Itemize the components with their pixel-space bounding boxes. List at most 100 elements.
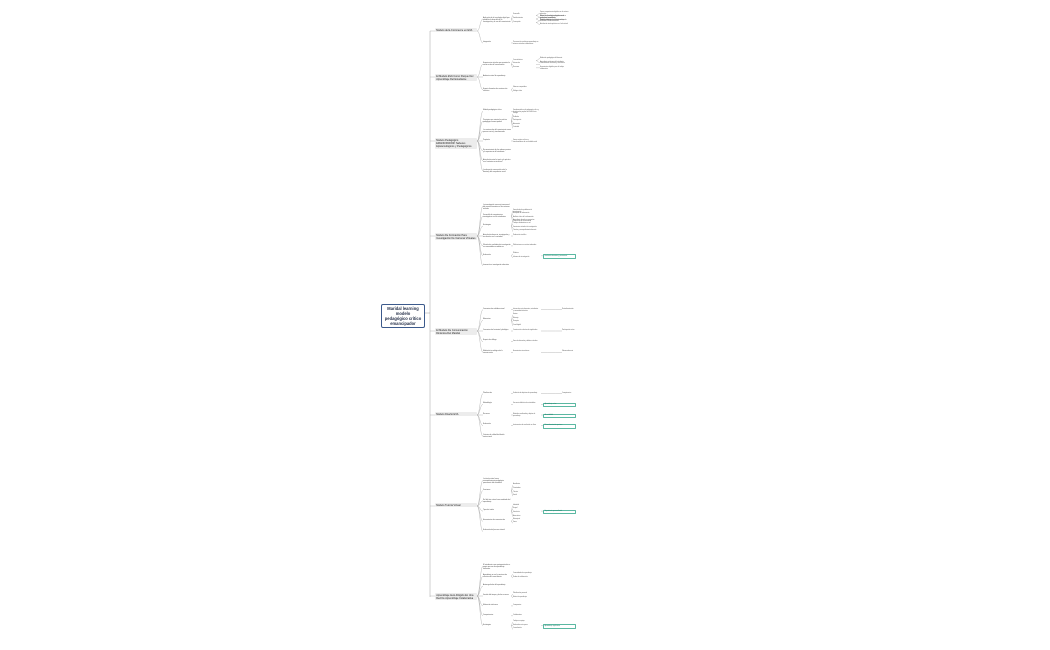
branch-t7-2[interactable]: Rol del tutor virtual como mediador del … — [483, 499, 511, 503]
leaf-t1-0-1[interactable]: Fortalecimiento — [513, 18, 523, 19]
branch-t3-5[interactable]: Articulación entre la teoría y la prácti… — [483, 159, 511, 163]
leaf-t3-1-2[interactable]: Participación — [513, 120, 522, 122]
branch-t8-1[interactable]: Aprendizaje en red y construcción colect… — [483, 574, 508, 578]
leaf-t1-0-0-1[interactable]: Asumir el e-learning como proceso de apr… — [540, 16, 565, 20]
leaf-t2-0-0[interactable]: Características — [513, 59, 523, 61]
branch-t6-4[interactable]: Criterios de calidad del diseño instrucc… — [483, 435, 505, 439]
leaf-t8-1-1[interactable]: Redes de colaboración — [513, 576, 528, 578]
leaf-t7-3-3[interactable]: Asincrónica — [513, 515, 521, 517]
branch-t2-0[interactable]: Experiencias virtuales que permiten la c… — [483, 63, 510, 67]
leaf-t4-4-0[interactable]: Publicaciones en revistas indexadas — [513, 244, 537, 246]
note-t6-3[interactable]: Retroalimentación oportuna — [543, 424, 577, 429]
leaf-t8-6-1[interactable]: Evaluación entre pares — [513, 624, 528, 626]
topic-t7[interactable]: Modelo Tutoría Virtual — [435, 503, 477, 508]
topic-t3[interactable]: Modelo Pedagógico EMANCIPADOR: Saberes E… — [435, 138, 477, 149]
leaf-t1-0-1-0[interactable]: Utilizar las tecnologías digitales como … — [540, 16, 566, 19]
branch-t6-3[interactable]: Evaluación — [483, 424, 491, 426]
topic-t5[interactable]: El Modelo De Comunicación Dinámica Del M… — [435, 328, 477, 336]
leaf-t3-3-0[interactable]: Formar sujetos críticos y transformadore… — [513, 140, 537, 143]
leaf-t1-0-0-0[interactable]: Formar competencias digitales en el ento… — [540, 12, 569, 16]
note-t8-6[interactable]: Aprendizaje significativo — [543, 624, 577, 629]
leaf-t4-5-1[interactable]: Informes de investigación — [513, 256, 530, 258]
leaf-t1-0-2-1[interactable]: Articulación teoría-práctica en el aula … — [540, 23, 568, 25]
leaf-t1-0-1-1[interactable]: Propiciar espacios de reflexión crítica — [540, 20, 564, 21]
branch-t7-1[interactable]: Funciones — [483, 489, 491, 491]
branch-t4-1[interactable]: Desarrollo de competencias investigativa… — [483, 214, 506, 218]
leaf-t1-0-0[interactable]: Desarrollo — [513, 14, 520, 16]
branch-t3-4[interactable]: Reconocimiento de los saberes previos y … — [483, 149, 511, 153]
leaf-t3-1-4[interactable]: Criticidad — [513, 127, 519, 129]
branch-t1-1[interactable]: Integración — [483, 41, 491, 43]
leaf-t7-3-0[interactable]: Individual — [513, 504, 520, 506]
branch-t5-2[interactable]: Comunicación horizontal y dialógica — [483, 329, 509, 331]
branch-t1-0[interactable]: Aplicación de la tecnología digital que … — [483, 17, 511, 23]
leaf-t6-1-0[interactable]: Secuencia didáctica de actividades — [513, 403, 536, 405]
leaf-t6-3-0[interactable]: Instrumentos de evaluación en línea — [513, 424, 537, 426]
branch-t4-4[interactable]: Difusión de resultados de investigación … — [483, 244, 511, 248]
branch-t2-2[interactable]: Espacio formativo de construcción colect… — [483, 88, 508, 92]
note-t4-5[interactable]: Evaluación formativa y permanente — [543, 254, 577, 259]
branch-t4-2[interactable]: Estrategias — [483, 224, 491, 226]
leaf-t8-5-0[interactable]: Colaborativas — [513, 614, 522, 616]
leaf-t7-1-2[interactable]: Técnica — [513, 491, 519, 493]
branch-t8-3[interactable]: Gestión del tiempo y de los recursos — [483, 594, 509, 596]
leaf-t8-4-0[interactable]: Compromiso — [513, 604, 522, 606]
leaf-t4-1-0[interactable]: Formulación de problemas de investigació… — [513, 209, 533, 213]
branch-t8-5[interactable]: Competencias — [483, 614, 494, 616]
leaf-t7-3-1[interactable]: Grupal — [513, 508, 518, 510]
leaf-t5-1-1[interactable]: Mensaje — [513, 317, 519, 319]
topic-t6[interactable]: Modelo Diseño EVA — [435, 412, 477, 417]
branch-t2-1[interactable]: Ambiente virtual de aprendizaje — [483, 75, 506, 77]
leaf-t2-0-0-1[interactable]: Aprendizaje autónomo del estudiante — [540, 61, 564, 63]
leaf-t7-4-1[interactable]: Foros — [513, 522, 517, 524]
leaf-t8-6-0[interactable]: Trabajo en equipo — [513, 621, 525, 623]
leaf-t2-0-2[interactable]: Recursos — [513, 66, 520, 68]
leaf-t4-1-1[interactable]: Búsqueda de información — [513, 213, 530, 215]
topic-t8[interactable]: Aprendizaje Auto-Dirigido En Una Red De … — [435, 593, 477, 601]
branch-t8-0[interactable]: El estudiante como protagonista de su pr… — [483, 565, 511, 571]
branch-t5-3[interactable]: Espacio de diálogo — [483, 340, 497, 342]
note-t6-1[interactable]: Aprendizaje activo — [543, 402, 577, 408]
leaf-t5-1-3[interactable]: Canal digital — [513, 324, 521, 326]
leaf-t8-3-0[interactable]: Planificación personal — [513, 593, 527, 595]
leaf-t4-2-2[interactable]: Seminarios virtuales de investigación — [513, 226, 537, 228]
branch-t6-0[interactable]: Planificación — [483, 392, 492, 394]
branch-t8-2[interactable]: Autorregulación del aprendizaje — [483, 584, 506, 586]
leaf-t2-2-1[interactable]: Diálogo crítico — [513, 90, 523, 92]
branch-t8-4[interactable]: Motivación intrínseca — [483, 604, 498, 606]
leaf-t4-2-3[interactable]: Tutorías y acompañamiento docente — [513, 230, 537, 232]
leaf-t1-0-2[interactable]: Concepción — [513, 21, 521, 23]
leaf-t1-0-2-0[interactable]: Modelo pedagógico crítico y emancipador … — [540, 19, 567, 23]
leaf-t2-0-1-0[interactable]: Comunicación sincrónica y asincrónica — [540, 63, 565, 65]
branch-t3-1[interactable]: Principios que orientan la práctica peda… — [483, 119, 507, 123]
topic-t1[interactable]: Modelo de E-Commerce en EVA — [435, 28, 477, 33]
extra-t5-2[interactable]: Participación activa — [562, 330, 575, 331]
leaf-t5-3-0[interactable]: Foros de discusión y debates virtuales — [513, 340, 538, 342]
leaf-t7-1-3[interactable]: Social — [513, 495, 517, 497]
branch-t4-6[interactable]: Innovación e investigación educativa — [483, 264, 509, 266]
leaf-t8-3-1[interactable]: Metas de aprendizaje — [513, 596, 527, 598]
branch-t4-5[interactable]: Evaluación — [483, 254, 491, 256]
branch-t7-0[interactable]: La tutoría virtual como acompañamiento p… — [483, 479, 504, 485]
branch-t3-0[interactable]: Modelo pedagógico crítico — [483, 110, 502, 112]
leaf-t4-1-3[interactable]: Producción de conocimiento — [513, 220, 532, 222]
extra-t5-0[interactable]: Retroalimentación — [562, 308, 574, 310]
leaf-t8-6-2[interactable]: Coevaluación — [513, 628, 522, 630]
topic-t4[interactable]: Modelo De Formación Para Investigación D… — [435, 233, 477, 241]
leaf-t5-4-0[interactable]: Herramientas sincrónicas — [513, 351, 530, 353]
branch-t6-2[interactable]: Recursos — [483, 413, 490, 415]
branch-t4-3[interactable]: Articulación docencia, investigación y v… — [483, 234, 510, 238]
leaf-t3-1-1[interactable]: Reflexión — [513, 116, 519, 118]
leaf-t7-1-0[interactable]: Académica — [513, 484, 521, 486]
branch-t7-4[interactable]: Herramientas de comunicación — [483, 520, 505, 522]
leaf-t5-1-2[interactable]: Receptor — [513, 321, 519, 323]
leaf-t4-2-1[interactable]: Trabajo colaborativo en red — [513, 223, 531, 225]
extra-t5-4[interactable]: Videoconferencia — [562, 351, 574, 353]
note-t7-3[interactable]: Seguimiento personalizado — [543, 509, 577, 514]
branch-t7-5[interactable]: Evaluación del proceso tutorial — [483, 530, 505, 532]
leaf-t1-1-0[interactable]: Procesos de enseñanza-aprendizaje en ent… — [513, 42, 539, 45]
branch-t6-1[interactable]: Metodología — [483, 403, 492, 405]
leaf-t4-3-0[interactable]: Producción científica — [513, 235, 527, 236]
leaf-t8-1-0[interactable]: Comunidades de aprendizaje — [513, 573, 532, 575]
branch-t5-1[interactable]: Elementos — [483, 319, 491, 321]
